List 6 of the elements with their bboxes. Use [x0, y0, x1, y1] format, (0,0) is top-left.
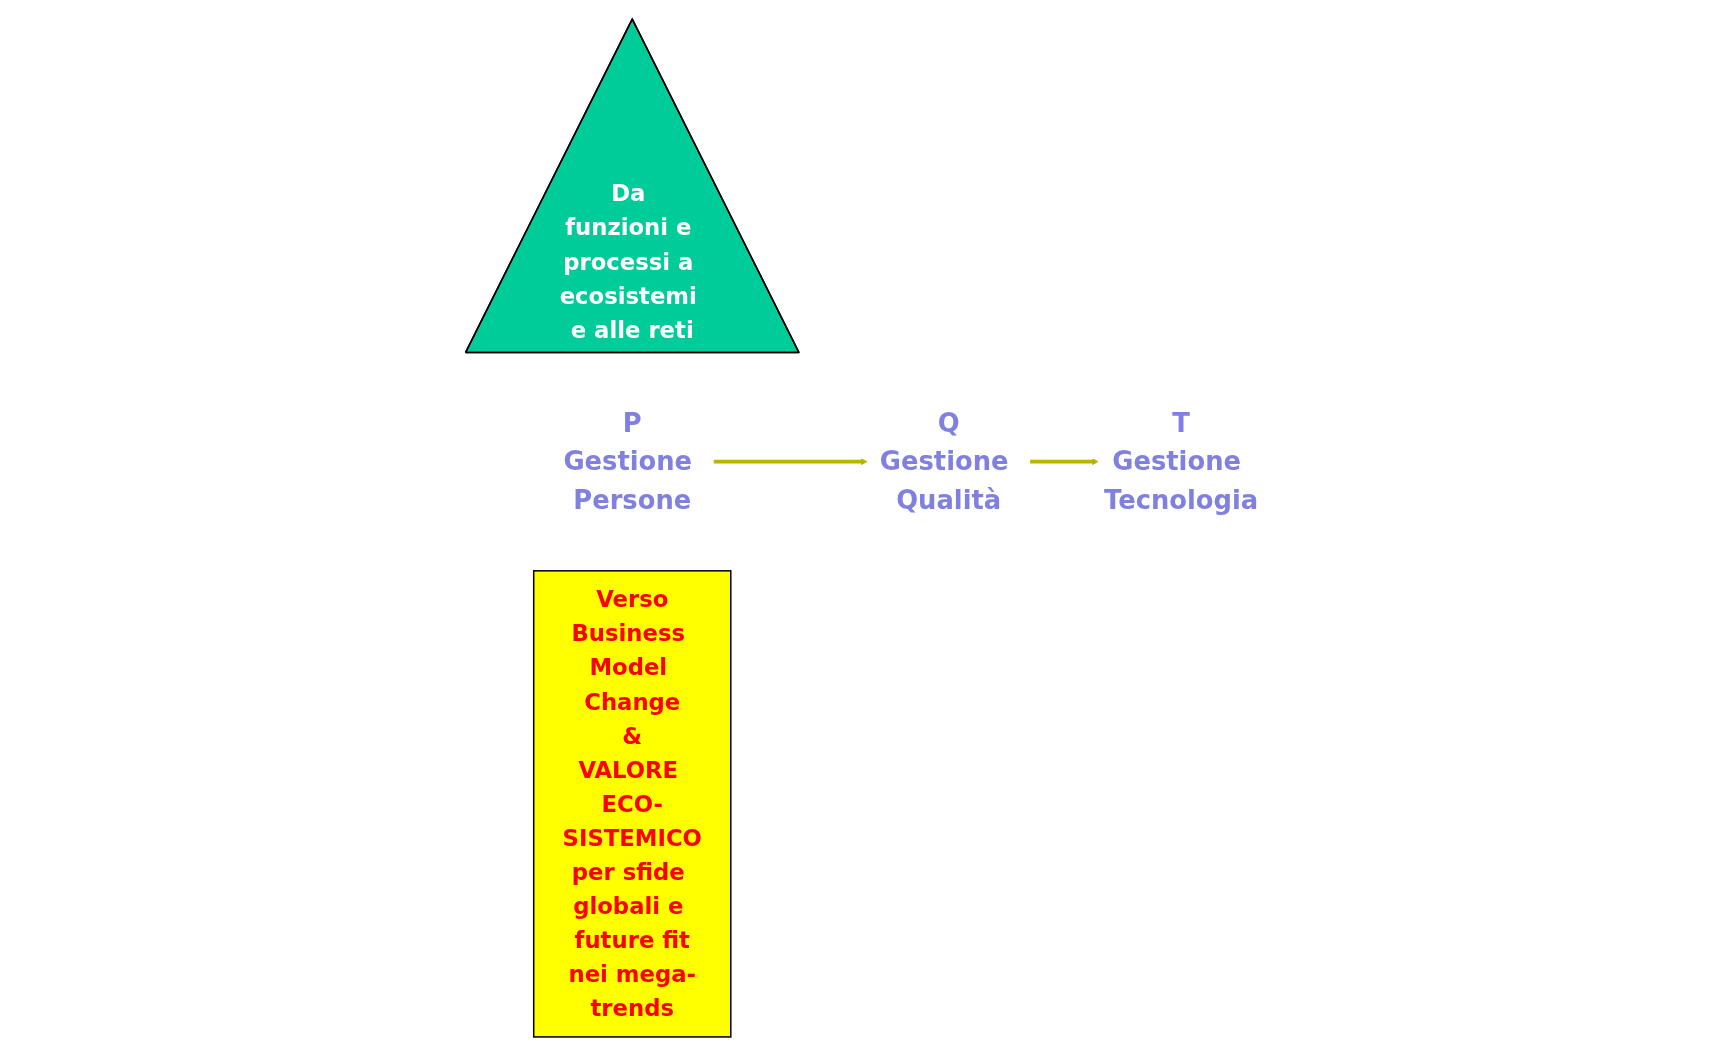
node-text: P Gestione Persone — [563, 407, 693, 516]
arrow — [1030, 458, 1099, 465]
node-text: T Gestione Tecnologia — [1104, 407, 1259, 516]
arrow — [714, 458, 868, 465]
node-text: Q Gestione Qualità — [880, 407, 1009, 516]
node-box: Verso Business Model Change & VALORE ECO-SISTEMICO per sfide globali e future fit nei mega-trends — [533, 570, 732, 1038]
